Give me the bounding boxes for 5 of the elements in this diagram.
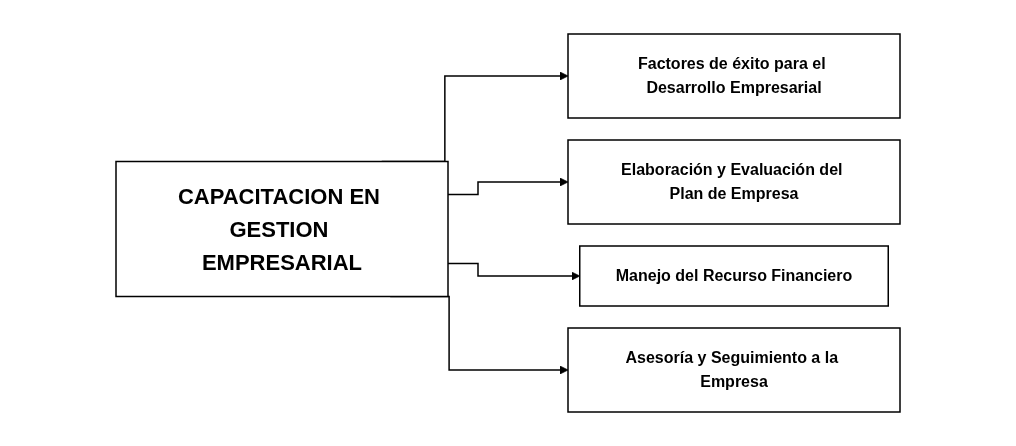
node-box: Factores de éxito para el Desarrollo Empresarial xyxy=(567,33,901,119)
node-box: Elaboración y Evaluación del Plan de Empresa xyxy=(567,139,901,225)
node-box: Asesoría y Seguimiento a la Empresa xyxy=(567,327,901,413)
node-box: CAPACITACION EN GESTION EMPRESARIAL xyxy=(115,160,449,298)
node-box: Manejo del Recurso Financiero xyxy=(579,245,889,307)
